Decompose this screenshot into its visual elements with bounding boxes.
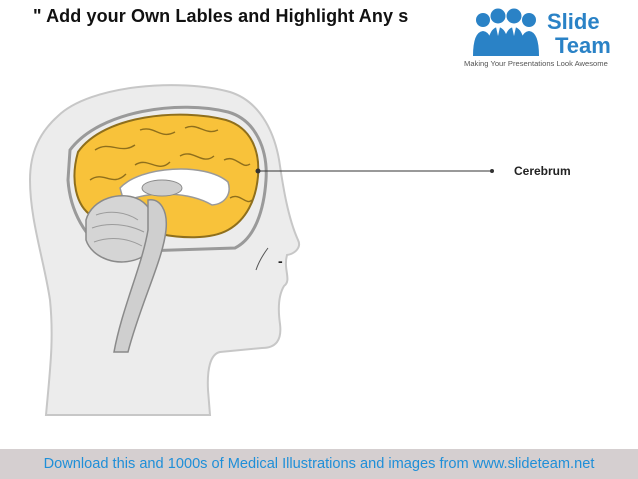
head-brain-illustration: -	[28, 84, 494, 416]
thalamus	[141, 179, 183, 197]
footer-download-text[interactable]: Download this and 1000s of Medical Illus…	[43, 456, 595, 472]
logo-tagline: Making Your Presentations Look Awesome	[464, 59, 608, 68]
cerebellum-folds	[91, 211, 145, 247]
slideteam-logo: Slide Team Making Your Presentations Loo…	[462, 4, 632, 72]
footer-banner: Download this and 1000s of Medical Illus…	[0, 449, 638, 479]
nose-dash: -	[278, 253, 283, 269]
callout-end-dot	[490, 169, 494, 173]
slide-title: " Add your Own Lables and Highlight Any …	[33, 6, 409, 26]
brainstem	[113, 199, 168, 353]
logo-word-slide: Slide	[547, 9, 600, 34]
callout-label-cerebrum: Cerebrum	[514, 164, 571, 178]
people-logo-icon	[470, 8, 542, 60]
callout-dot	[255, 168, 261, 174]
logo-word-team: Team	[555, 33, 611, 58]
nostril-mark	[255, 247, 269, 271]
